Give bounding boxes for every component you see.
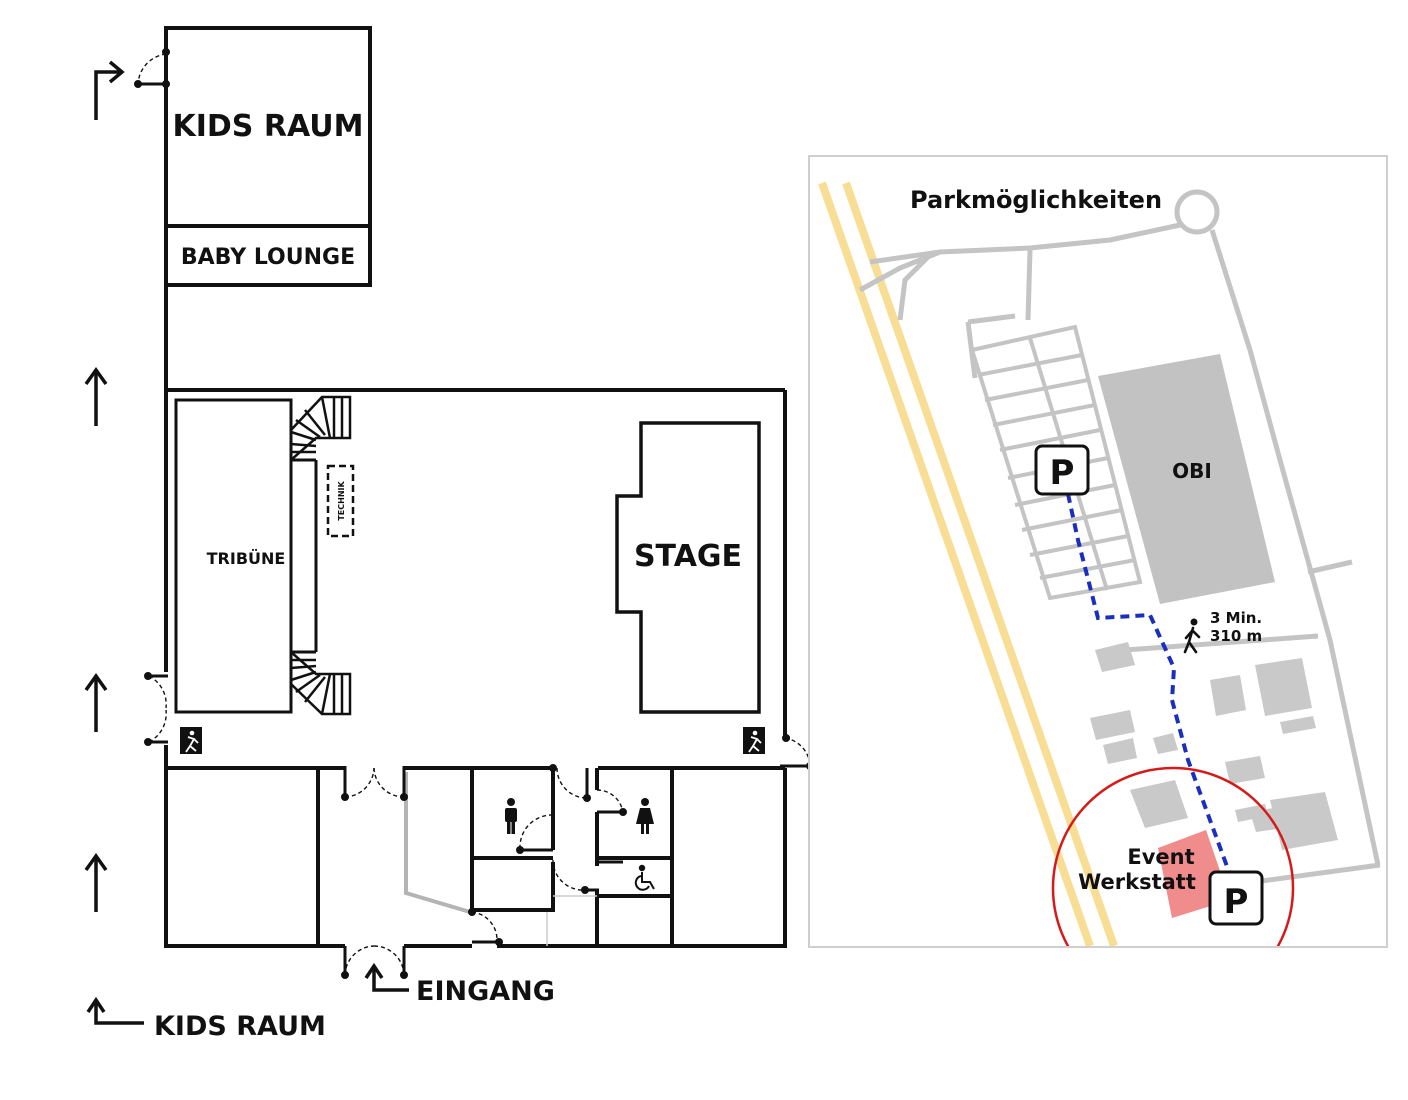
parking-map-title: Parkmöglichkeiten: [910, 186, 1162, 214]
event-werkstatt-label-line2: Werkstatt: [1078, 870, 1196, 894]
baby-lounge-label: BABY LOUNGE: [181, 245, 355, 270]
walk-time: 3 Min.: [1210, 609, 1262, 627]
door-leaves: [134, 48, 814, 979]
stage-area: [615, 421, 761, 714]
arrow-up-icon: [84, 60, 409, 1025]
wheelchair-icon: [634, 864, 655, 891]
main-road: [818, 181, 1118, 946]
event-werkstatt-label-line1: Event: [1127, 845, 1194, 869]
obi-store: [1098, 354, 1275, 604]
walk-distance: 310 m: [1210, 627, 1262, 645]
technik-area: [326, 464, 355, 538]
stairs-bottom: [289, 649, 352, 716]
obi-label: OBI: [1172, 459, 1212, 483]
parking-map: OBI: [808, 155, 1388, 948]
doors: [137, 53, 811, 976]
kids-raum-label: KIDS RAUM: [173, 109, 364, 144]
parking-sign: P: [1034, 444, 1090, 496]
floor-plan: [164, 26, 900, 948]
male-restroom-icon: [505, 798, 517, 834]
minor-roads: [858, 189, 1381, 893]
svg-text:P: P: [1050, 453, 1075, 493]
walking-person-icon: [1183, 618, 1201, 654]
buildings: [1090, 642, 1338, 850]
stairs-top: [289, 395, 352, 463]
svg-text:P: P: [1224, 882, 1249, 922]
tribune-label: TRIBÜNE: [207, 549, 286, 568]
walking-radius-circle: [1051, 766, 1295, 946]
kids-raum-room: [164, 26, 372, 287]
parking-lot: [970, 324, 1143, 601]
tribune-area: [174, 398, 293, 714]
walking-route: [1066, 493, 1234, 881]
entrance-label: EINGANG: [416, 976, 555, 1007]
kids-raum-direction-label: KIDS RAUM: [154, 1011, 326, 1042]
female-restroom-icon: [636, 798, 654, 834]
stage-label: STAGE: [634, 539, 742, 574]
parking-sign: P: [1208, 870, 1264, 926]
technik-label: TECHNIK: [337, 481, 346, 521]
emergency-exit-icon: [180, 727, 765, 754]
